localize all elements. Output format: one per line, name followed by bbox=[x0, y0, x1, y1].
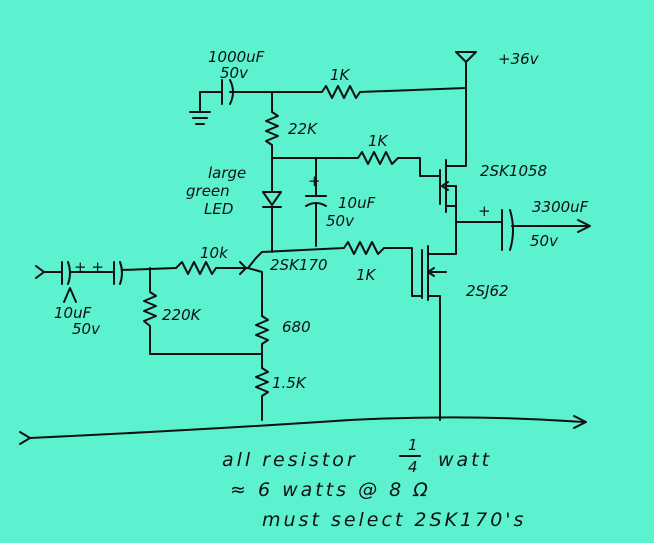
ground-symbol bbox=[189, 111, 211, 125]
jfet-2sk170 bbox=[237, 251, 263, 317]
mosfet-2sk1058 bbox=[439, 157, 467, 223]
note-resistor-rating: all resistor 1 4 watt bbox=[222, 436, 492, 476]
note-line1-numerator: 1 bbox=[408, 436, 418, 454]
ground-rail bbox=[19, 415, 587, 445]
resistor-1k-top-label: 1K bbox=[330, 66, 351, 84]
input-capacitor bbox=[61, 261, 177, 303]
resistor-680 bbox=[255, 315, 269, 369]
led-diode bbox=[262, 157, 282, 253]
output-cap-plus: + bbox=[478, 202, 491, 220]
led-cap-plus: + bbox=[308, 172, 321, 190]
input-cap-plus: + + bbox=[74, 258, 104, 276]
note-line1-suffix: watt bbox=[438, 449, 492, 471]
led-label-line2: green bbox=[186, 182, 230, 200]
resistor-1k-feedback bbox=[337, 151, 441, 177]
output-capacitor bbox=[455, 209, 591, 251]
resistor-220k bbox=[143, 267, 263, 355]
input-terminal bbox=[35, 265, 63, 279]
supply-terminal bbox=[455, 51, 477, 159]
resistor-10k-label: 10k bbox=[200, 244, 229, 262]
note-selection: must select 2SK170's bbox=[262, 509, 526, 531]
resistor-1k-top bbox=[271, 85, 467, 99]
resistor-1-5k-label: 1.5K bbox=[272, 374, 307, 392]
led-bypass-capacitor bbox=[305, 157, 327, 247]
mosfet-2sj62 bbox=[421, 245, 457, 421]
mosfet-2sj62-label: 2SJ62 bbox=[466, 282, 509, 300]
led-cap-value: 10uF bbox=[338, 194, 376, 212]
jfet-2sk170-label: 2SK170 bbox=[270, 256, 328, 274]
bypass-cap-voltage: 50v bbox=[220, 64, 249, 82]
output-cap-value: 3300uF bbox=[532, 198, 589, 216]
output-cap-voltage: 50v bbox=[530, 232, 559, 250]
resistor-1k-gate-label: 1K bbox=[356, 266, 377, 284]
note-line1-denominator: 4 bbox=[408, 458, 418, 476]
resistor-1-5k bbox=[255, 367, 269, 421]
bypass-capacitor bbox=[199, 79, 273, 113]
led-label-line1: large bbox=[208, 164, 246, 182]
supply-label: +36v bbox=[498, 50, 540, 68]
resistor-10k bbox=[175, 261, 239, 275]
resistor-22k-label: 22K bbox=[288, 120, 318, 138]
bypass-cap-value: 1000uF bbox=[208, 48, 265, 66]
resistor-220k-label: 220K bbox=[162, 306, 202, 324]
note-line1-prefix: all resistor bbox=[222, 449, 358, 471]
resistor-1k-gate bbox=[261, 241, 423, 297]
led-cap-voltage: 50v bbox=[326, 212, 355, 230]
resistor-680-label: 680 bbox=[282, 318, 311, 336]
resistor-22k bbox=[265, 91, 279, 159]
input-cap-voltage: 50v bbox=[72, 320, 101, 338]
resistor-1k-feedback-label: 1K bbox=[368, 132, 389, 150]
note-power-rating: ≈ 6 watts @ 8 Ω bbox=[230, 479, 431, 501]
input-cap-value: 10uF bbox=[54, 304, 92, 322]
mosfet-2sk1058-label: 2SK1058 bbox=[480, 162, 547, 180]
led-label-line3: LED bbox=[204, 200, 233, 218]
